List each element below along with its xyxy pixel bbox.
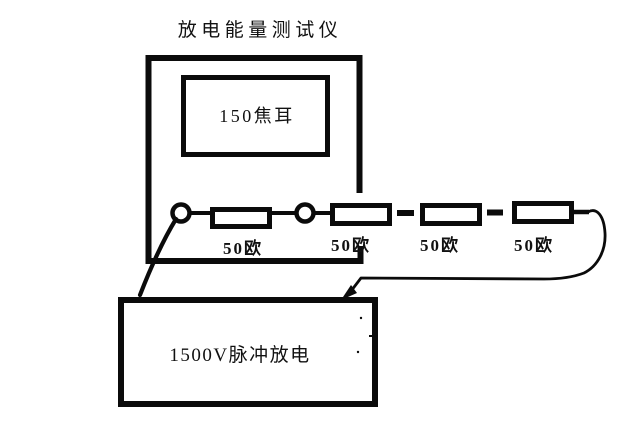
resistor-4-body xyxy=(512,201,574,224)
pulse-source-box xyxy=(118,297,378,407)
resistor-3-label: 50欧 xyxy=(420,236,460,255)
energy-display-box xyxy=(181,75,330,157)
resistor-1-label: 50欧 xyxy=(223,239,263,258)
resistor-4-label: 50欧 xyxy=(514,236,554,255)
return-wire-arrowhead xyxy=(341,285,357,300)
pulse-source-label: 1500V脉冲放电 xyxy=(169,345,311,366)
energy-display-label: 150焦耳 xyxy=(219,106,295,126)
return-wire xyxy=(346,209,607,297)
source-lead-wire xyxy=(137,216,179,298)
terminal-1-icon xyxy=(170,202,192,224)
resistor-3-body xyxy=(420,203,482,226)
stray-mark-dot-1 xyxy=(359,316,363,320)
stray-mark-dot-2 xyxy=(356,350,360,354)
resistor-1-body xyxy=(210,207,272,229)
terminal-2-icon xyxy=(294,202,316,224)
resistor-2-label: 50欧 xyxy=(331,236,371,255)
tester-box-outline xyxy=(145,55,364,264)
diagram-title: 放电能量测试仪 xyxy=(177,20,343,41)
resistor-2-body xyxy=(330,203,392,226)
